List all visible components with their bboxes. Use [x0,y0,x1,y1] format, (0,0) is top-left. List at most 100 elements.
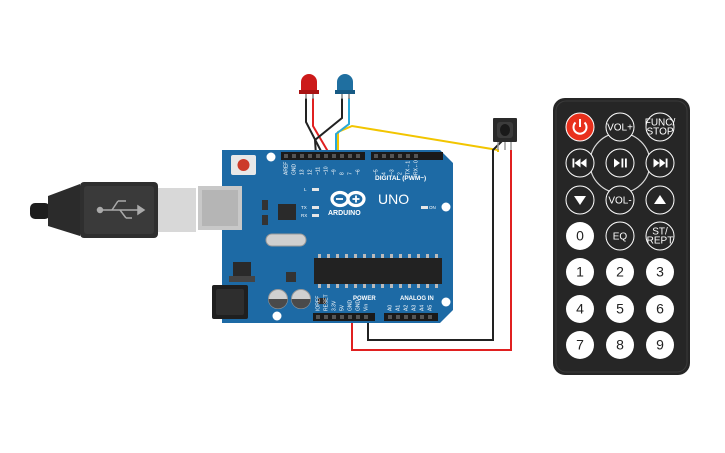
digit-7-button[interactable]: 7 [566,331,594,359]
ir-receiver[interactable] [493,118,517,150]
digit-8-button[interactable]: 8 [606,331,634,359]
func-stop-button[interactable]: FUNC/ STOP [645,112,676,142]
header-pin[interactable] [324,154,328,158]
power-pin-label: 3.3V [332,300,338,311]
power-icon [572,119,588,135]
power-button[interactable] [565,112,595,142]
yellow-wire[interactable] [337,124,499,152]
analog-header-label: ANALOG IN [400,296,434,302]
power-pin-label: GND [356,300,362,312]
header-pin[interactable] [324,315,328,319]
prev-button[interactable] [565,148,595,178]
mounting-hole [441,202,451,212]
header-pin[interactable] [390,154,394,158]
board-model: UNO [378,191,409,207]
header-pin[interactable] [292,154,296,158]
wires [305,98,512,351]
header-pin[interactable] [332,315,336,319]
on-led-label: ON [429,205,436,210]
header-pin[interactable] [364,315,368,319]
header-pin[interactable] [396,315,400,319]
header-pin[interactable] [308,154,312,158]
zero-button[interactable]: 0 [566,222,594,250]
zero-label: 0 [576,228,584,244]
mounting-hole [266,152,276,162]
up-arrow-icon [654,195,666,204]
digital-pin-label: 4 [382,172,388,175]
header-pin[interactable] [404,315,408,319]
header-pin[interactable] [388,315,392,319]
up-button[interactable] [645,185,675,215]
st-rept-label-2: REPT [647,236,674,247]
digital-pin-label: ~6 [356,169,362,175]
analog-pin-label: A4 [420,305,426,311]
digital-pin-label: AREF [284,162,290,175]
digit-7-label: 7 [576,337,584,353]
header-pin[interactable] [382,154,386,158]
func-stop-label: FUNC/ [645,118,676,129]
digit-2-button[interactable]: 2 [606,258,634,286]
header-pin[interactable] [412,315,416,319]
header-pin[interactable] [284,154,288,158]
digit-6-button[interactable]: 6 [646,295,674,323]
eq-label: EQ [613,232,628,243]
eq-button[interactable]: EQ [605,221,635,251]
digit-5-button[interactable]: 5 [606,295,634,323]
digit-3-button[interactable]: 3 [646,258,674,286]
red-led-cathode-wire[interactable] [305,98,324,156]
blue-led-anode-wire[interactable] [335,98,350,155]
next-button[interactable] [645,148,675,178]
header-pin[interactable] [340,154,344,158]
digit-9-label: 9 [656,337,664,353]
header-pin[interactable] [348,154,352,158]
red-wire[interactable] [351,150,512,351]
vol-up-label: VOL+ [607,123,633,134]
header-pin[interactable] [374,154,378,158]
header-pin[interactable] [316,154,320,158]
vol-up-button[interactable]: VOL+ [605,112,635,142]
header-pin[interactable] [348,315,352,319]
arduino-logo-icon [330,190,366,208]
digital-pin-label: ~9 [332,169,338,175]
header-pin[interactable] [340,315,344,319]
header-pin[interactable] [356,315,360,319]
header-pin[interactable] [356,154,360,158]
header-pin[interactable] [300,154,304,158]
usb-plug-connector [158,188,196,232]
header-pin[interactable] [316,315,320,319]
analog-header [384,313,438,321]
play-pause-button[interactable] [605,148,635,178]
reset-button[interactable] [237,159,250,171]
header-pin[interactable] [398,154,402,158]
header-pin[interactable] [406,154,410,158]
digital-pin-label: TX→1 [406,161,412,175]
usb-cable[interactable] [30,182,196,238]
down-button[interactable] [565,185,595,215]
voltage-regulator-tab [229,276,255,282]
header-pin[interactable] [332,154,336,158]
analog-pin-label: A5 [428,305,434,311]
power-pin-label: Vin [364,304,370,311]
black-wire[interactable] [367,139,504,341]
blue-led-cathode-wire[interactable] [313,98,343,156]
header-pin[interactable] [428,315,432,319]
fast-forward-icon [653,158,668,168]
digit-4-button[interactable]: 4 [566,295,594,323]
ir-remote[interactable]: VOL+ FUNC/ STOP [553,98,690,375]
vol-down-button[interactable]: VOL- [605,185,635,215]
board-brand: ARDUINO [328,210,361,217]
header-pin[interactable] [414,154,418,158]
digit-1-button[interactable]: 1 [566,258,594,286]
digit-9-button[interactable]: 9 [646,331,674,359]
red-led-anode-wire[interactable] [312,98,331,156]
smd-component [318,298,326,304]
header-pin[interactable] [420,315,424,319]
digital-pin-label: RX←0 [414,160,420,175]
st-rept-button[interactable]: ST/ REPT [645,221,675,251]
red-led[interactable] [299,74,319,99]
analog-pin-label: A1 [396,305,402,311]
rx-led-label: RX [301,213,307,218]
blue-led[interactable] [335,74,355,99]
